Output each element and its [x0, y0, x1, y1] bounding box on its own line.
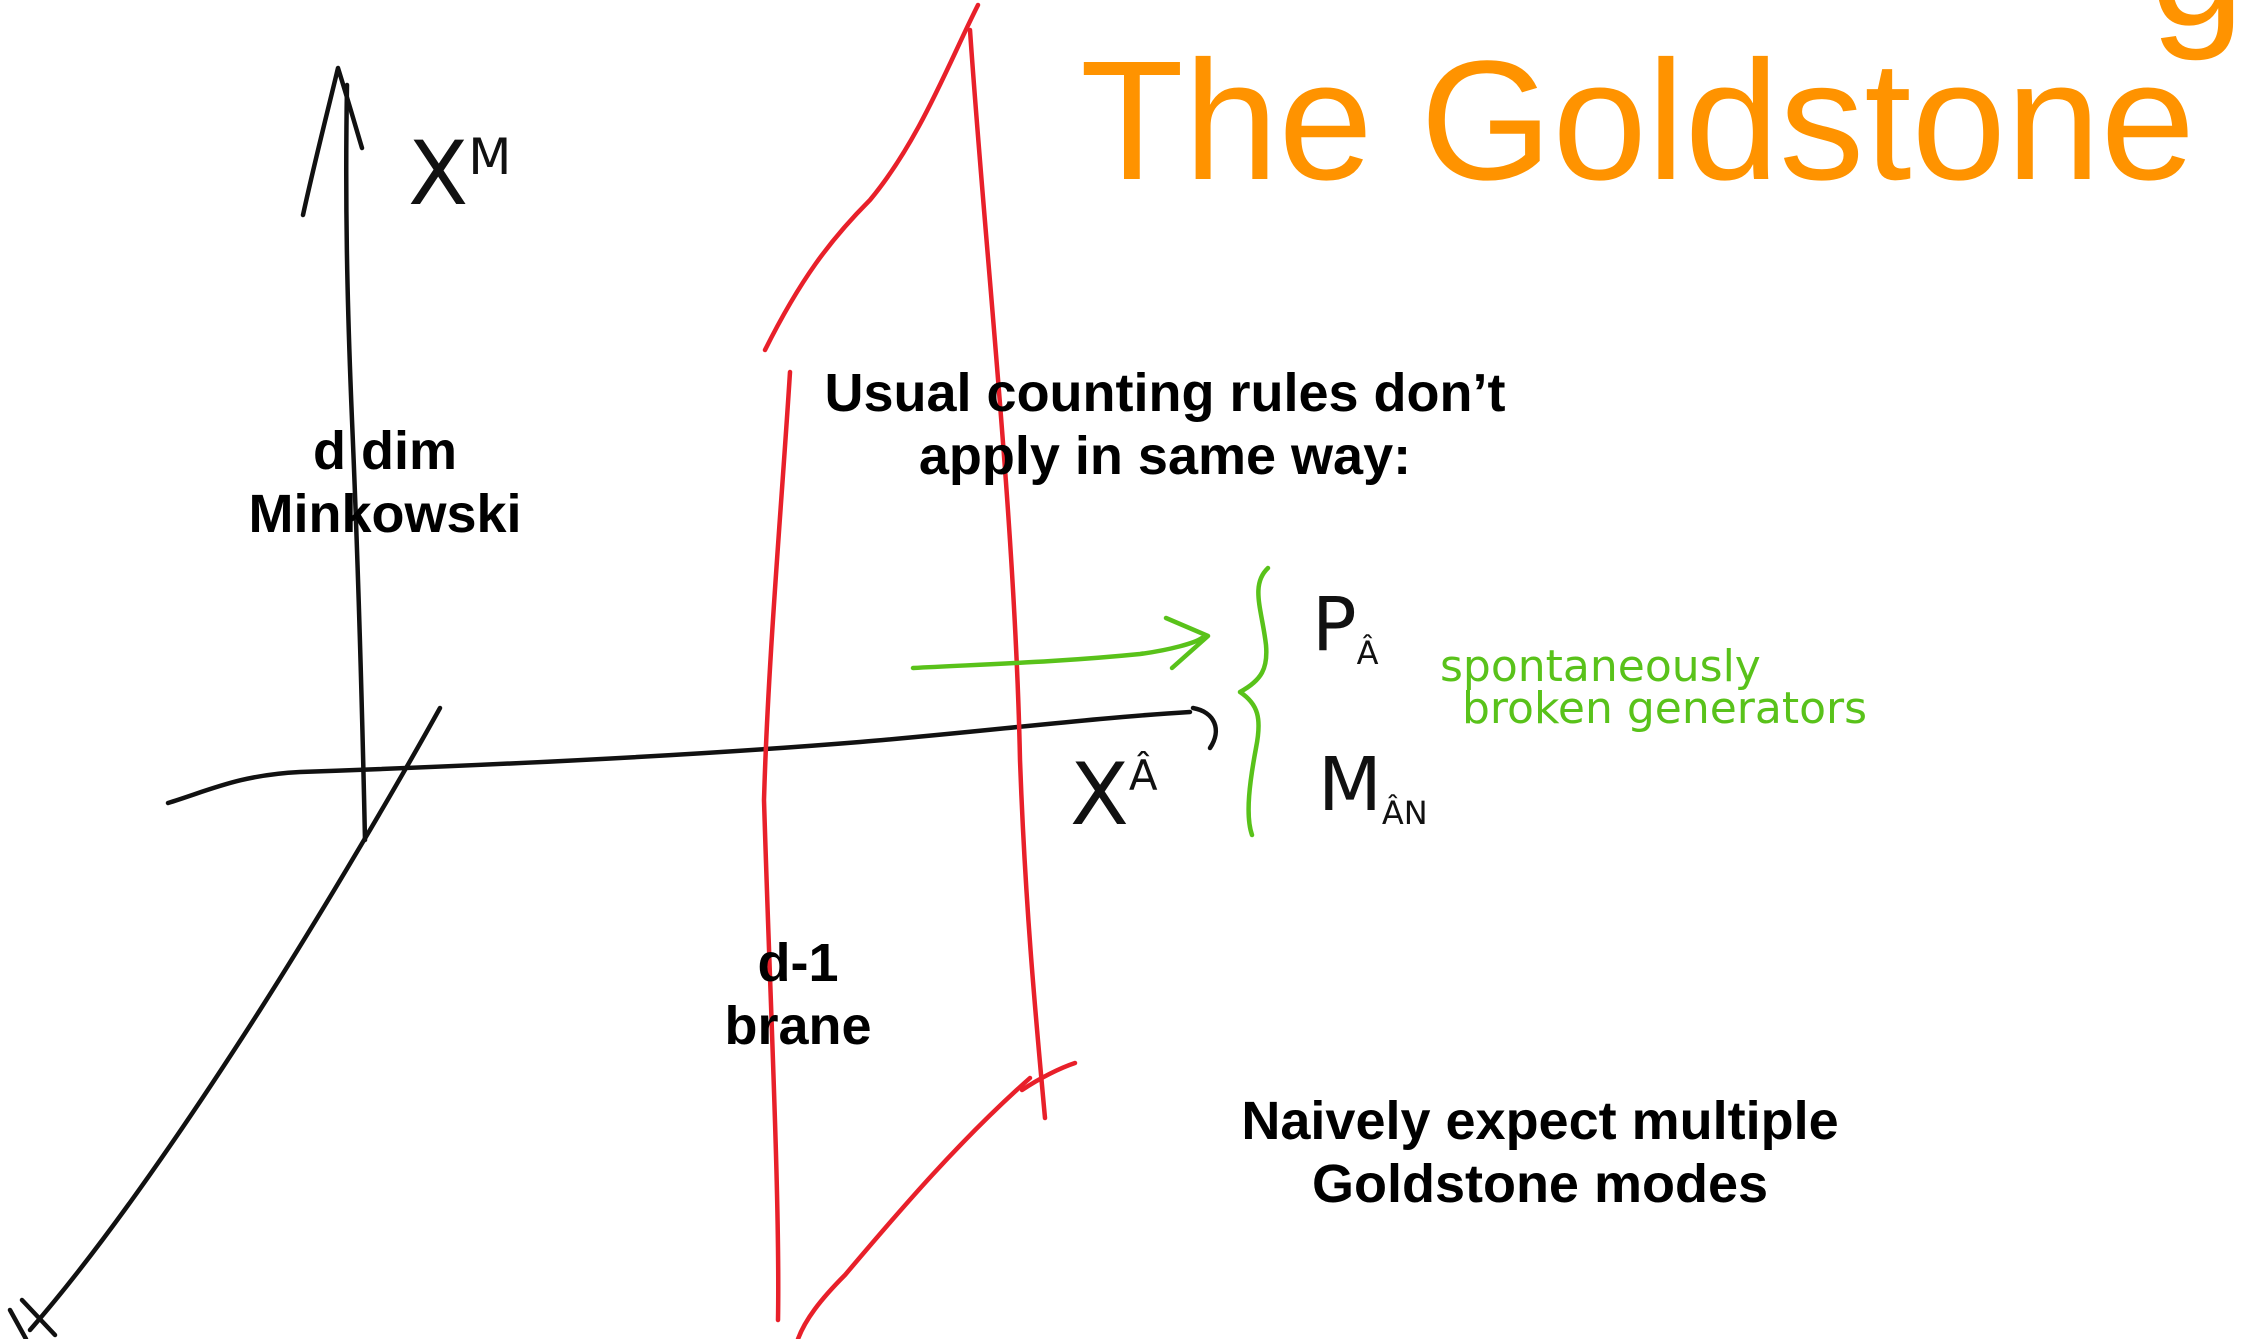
brane-left-edge: [761, 369, 793, 1323]
bulk-label: d dim Minkowski: [248, 420, 521, 546]
horizontal-axis-line: [165, 709, 1193, 806]
generator-m: MÂN: [1318, 748, 1428, 829]
green-arrowhead: [1163, 615, 1211, 671]
brane-label-line2: brane: [724, 996, 872, 1056]
slide-title: The Goldstone: [1080, 26, 2196, 216]
bulk-label-line2: Minkowski: [248, 484, 522, 544]
vertical-axis-letter: X: [408, 122, 469, 225]
green-annotations: [910, 565, 1271, 838]
vertical-axis-superscript: M: [468, 128, 512, 186]
brane-label: d-1 brane: [724, 932, 871, 1058]
vertical-axis-arrowhead: [300, 65, 365, 218]
coordinate-axes: [7, 65, 1218, 1339]
slide-title-cutoff-letter: g: [2150, 0, 2245, 52]
naive-expectation-line1: Naively expect multiple: [1241, 1091, 1839, 1151]
depth-axis-arrowhead: [7, 1297, 58, 1339]
brane-bottom-edge: [795, 1075, 1033, 1339]
horizontal-axis-letter: X: [1070, 745, 1129, 845]
counting-rules-line1: Usual counting rules don’t: [824, 363, 1506, 423]
counting-rules-note: Usual counting rules don’t apply in same…: [824, 362, 1505, 488]
counting-rules-line2: apply in same way:: [918, 426, 1412, 486]
depth-axis-line: [27, 705, 443, 1333]
generator-p: PÂ: [1312, 588, 1379, 669]
generator-p-subscript: Â: [1356, 634, 1379, 672]
brane-left-edge-top: [762, 2, 981, 353]
green-arrow-line: [910, 635, 1205, 671]
vertical-axis-line: [343, 82, 368, 843]
naive-expectation-line2: Goldstone modes: [1311, 1154, 1769, 1214]
broken-generators-note: spontaneously broken generators: [1440, 645, 1867, 731]
naive-expectation-note: Naively expect multiple Goldstone modes: [1241, 1090, 1838, 1216]
brane-sheet: [761, 2, 1078, 1339]
horizontal-axis-arrowhead: [1190, 705, 1218, 751]
bulk-label-line1: d dim: [313, 421, 457, 481]
green-brace: [1237, 565, 1271, 838]
horizontal-axis-label: XÂ: [1070, 752, 1158, 838]
brane-bottom-cross: [1019, 1060, 1078, 1093]
brane-right-edge: [967, 27, 1048, 1121]
generator-m-letter: M: [1318, 742, 1382, 828]
horizontal-axis-hat-index: Â: [1128, 751, 1158, 800]
broken-generators-line2: broken generators: [1462, 683, 1868, 734]
vertical-axis-label: XM: [408, 130, 511, 218]
brane-label-line1: d-1: [757, 933, 839, 993]
generator-m-subscript: ÂN: [1381, 794, 1428, 832]
generator-p-letter: P: [1312, 582, 1357, 668]
broken-generators-line1: spontaneously: [1440, 641, 1761, 692]
